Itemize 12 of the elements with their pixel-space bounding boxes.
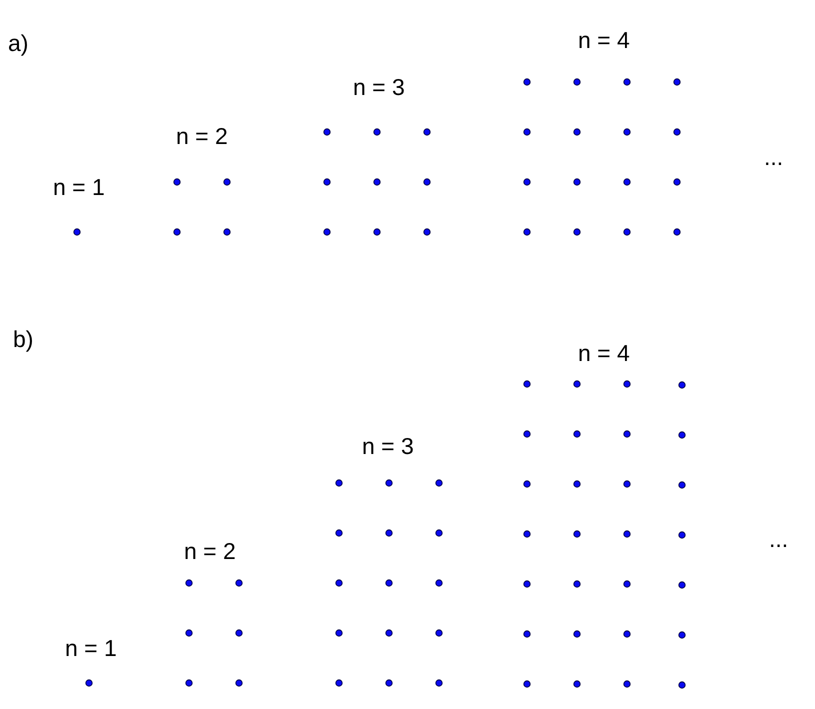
figure-label: n = 2: [184, 540, 236, 563]
figure-label: n = 4: [578, 342, 630, 365]
figure-label: n = 3: [362, 435, 414, 458]
figure-label: n = 3: [353, 76, 405, 99]
figure-label: n = 4: [578, 29, 630, 52]
figure-label: n = 2: [176, 125, 228, 148]
figure-label: n = 1: [53, 176, 105, 199]
panel-label: b): [13, 328, 34, 351]
ellipsis-text: ...: [769, 528, 788, 551]
ellipsis-text: ...: [764, 146, 784, 169]
figure-label: n = 1: [65, 637, 117, 660]
panel-label: a): [8, 32, 28, 55]
